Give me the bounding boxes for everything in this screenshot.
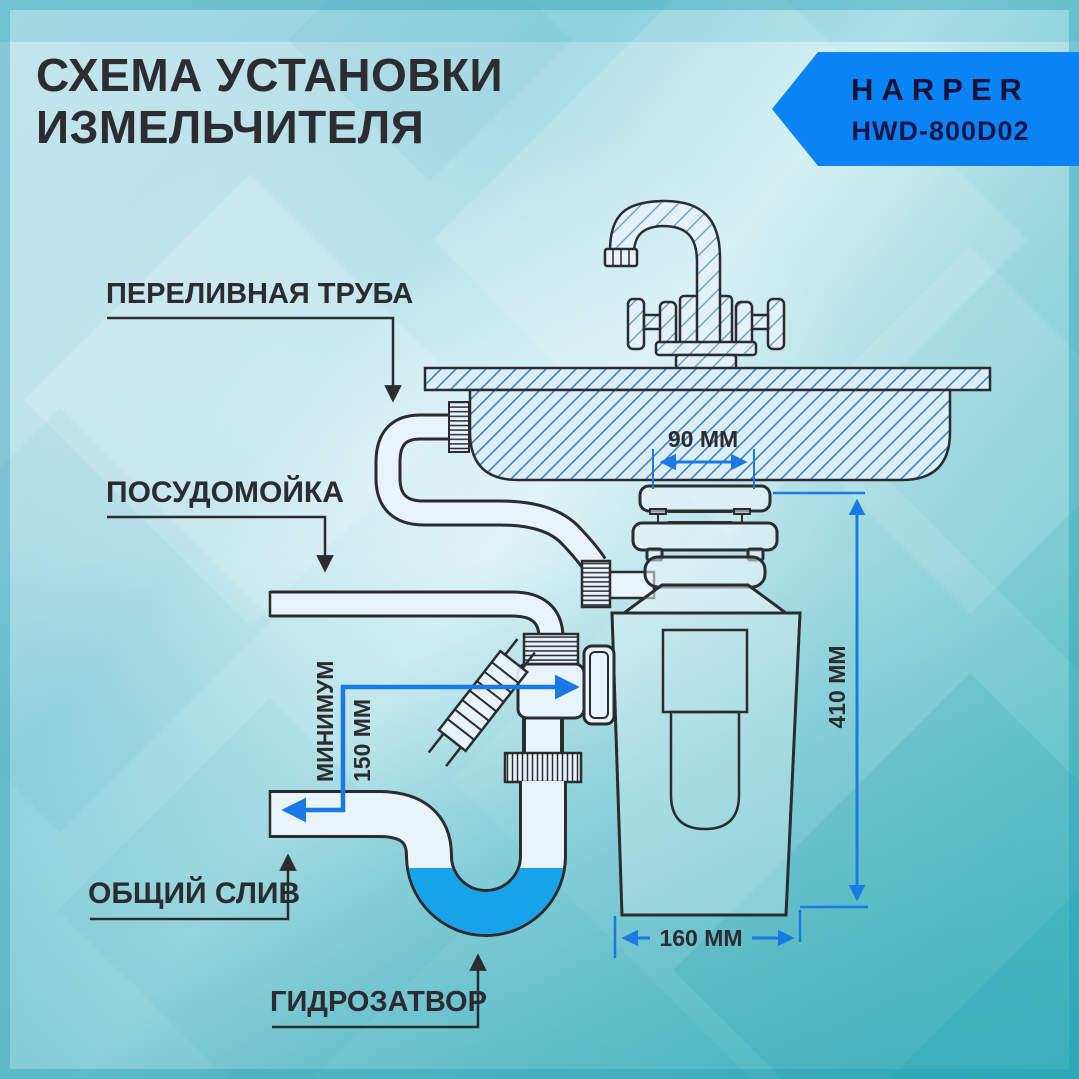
sink-basin bbox=[468, 388, 952, 482]
overflow-pipe bbox=[374, 413, 607, 573]
label-common-drain: ОБЩИЙ СЛИВ bbox=[88, 853, 300, 921]
faucet-left-handle bbox=[626, 297, 646, 351]
dishwasher-pipe bbox=[268, 590, 565, 644]
disposer-outlet-flange bbox=[582, 644, 616, 726]
dishwasher-coupling bbox=[522, 632, 580, 666]
label-minimum-height: МИНИМУМ 150 ММ bbox=[312, 661, 375, 782]
brand-logo: HARPER bbox=[851, 71, 1030, 107]
svg-text:МИНИМУМ: МИНИМУМ bbox=[312, 661, 338, 782]
overflow-leader-arrow bbox=[107, 316, 402, 403]
title-line-2: ИЗМЕЛЬЧИТЕЛЯ bbox=[36, 100, 425, 153]
dimension-unit-width: 160 ММ bbox=[613, 910, 802, 958]
disposer-body bbox=[610, 611, 802, 917]
unit-width-value: 160 ММ bbox=[659, 925, 742, 951]
dimension-drain-diameter: 90 ММ bbox=[652, 426, 755, 489]
disposer-motor-housing bbox=[669, 710, 741, 831]
faucet bbox=[603, 199, 786, 371]
drain-flange bbox=[619, 484, 791, 615]
label-overflow-pipe: ПЕРЕЛИВНАЯ ТРУБА bbox=[106, 278, 413, 403]
t-fitting bbox=[503, 632, 586, 784]
water-seal bbox=[409, 868, 563, 934]
page-title: СХЕМА УСТАНОВКИ ИЗМЕЛЬЧИТЕЛЯ bbox=[36, 49, 504, 154]
dimension-unit-height: 410 ММ bbox=[773, 491, 868, 909]
sink-overflow-port bbox=[448, 401, 470, 453]
faucet-gooseneck bbox=[608, 199, 722, 354]
svg-text:ОБЩИЙ СЛИВ: ОБЩИЙ СЛИВ bbox=[88, 876, 300, 910]
unit-height-value: 410 ММ bbox=[824, 645, 850, 728]
faucet-right-handle bbox=[766, 297, 786, 351]
title-line-1: СХЕМА УСТАНОВКИ bbox=[36, 49, 504, 101]
label-dishwasher: ПОСУДОМОЙКА bbox=[106, 475, 344, 573]
background-band bbox=[0, 0, 1079, 42]
svg-text:ПЕРЕЛИВНАЯ ТРУБА: ПЕРЕЛИВНАЯ ТРУБА bbox=[106, 278, 413, 310]
svg-text:ПОСУДОМОЙКА: ПОСУДОМОЙКА bbox=[106, 475, 344, 509]
countertop bbox=[423, 366, 992, 392]
dishwasher-leader-arrow bbox=[107, 515, 334, 573]
water-trap-leader-arrow bbox=[272, 953, 487, 1029]
drain-flow-path bbox=[281, 674, 580, 823]
drain-diameter-value: 90 ММ bbox=[668, 426, 738, 452]
model-number: HWD-800D02 bbox=[851, 115, 1030, 146]
label-water-trap: ГИДРОЗАТВОР bbox=[270, 953, 487, 1029]
faucet-aerator bbox=[603, 247, 639, 268]
trap-nut bbox=[503, 751, 583, 784]
svg-text:150 ММ: 150 ММ bbox=[349, 699, 375, 782]
svg-text:ГИДРОЗАТВОР: ГИДРОЗАТВОР bbox=[270, 986, 487, 1018]
brand-badge: HARPER HWD-800D02 bbox=[772, 52, 1079, 166]
common-drain-leader-arrow bbox=[90, 853, 297, 921]
overflow-coupling bbox=[580, 559, 612, 609]
p-trap bbox=[268, 781, 567, 937]
